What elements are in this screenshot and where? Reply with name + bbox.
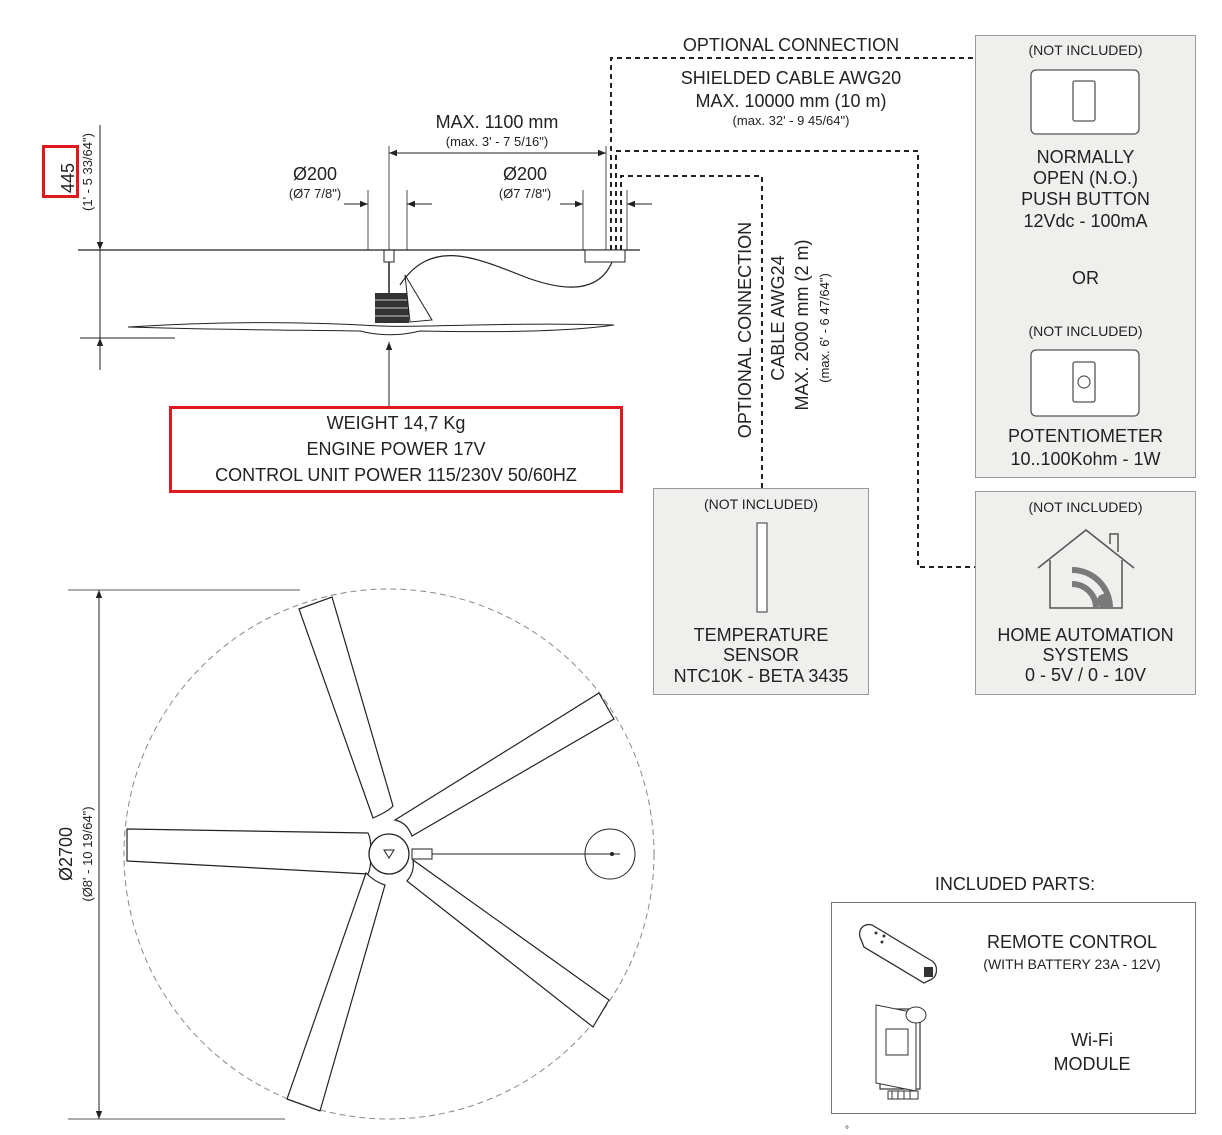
push-button-line1: NORMALLY: [1036, 147, 1135, 167]
home-automation-tag: (NOT INCLUDED): [1028, 499, 1143, 515]
max-span-value: MAX. 1100 mm: [436, 112, 559, 132]
potentiometer-label: POTENTIOMETER: [1007, 426, 1163, 446]
temperature-tag: (NOT INCLUDED): [703, 496, 819, 512]
home-automation-line2: SYSTEMS: [1042, 645, 1129, 665]
push-button-rating: 12Vdc - 100mA: [1023, 211, 1148, 231]
wifi-module-line2: MODULE: [1053, 1054, 1131, 1074]
potentiometer-icon: [1030, 349, 1140, 417]
svg-text:°: °: [845, 1125, 849, 1135]
temperature-line1: TEMPERATURE: [693, 625, 829, 645]
specs-weight: WEIGHT 14,7 Kg: [326, 413, 466, 433]
home-wifi-icon: [1037, 529, 1135, 609]
or-label: OR: [1072, 268, 1099, 288]
home-automation-panel: (NOT INCLUDED) HOME AUTOMATION SYSTEMS 0…: [975, 491, 1196, 695]
diam-left-imperial: (Ø7 7/8"): [289, 186, 341, 201]
included-parts-title: INCLUDED PARTS:: [934, 874, 1096, 894]
wifi-module-line1: Wi-Fi: [1071, 1030, 1113, 1050]
temperature-panel: (NOT INCLUDED) TEMPERATURE SENSOR NTC10K…: [653, 488, 869, 695]
optconn-vert-title: OPTIONAL CONNECTION: [735, 222, 755, 438]
optconn-vert-max: MAX. 2000 mm (2 m): [792, 239, 812, 410]
specs-block: WEIGHT 14,7 Kg ENGINE POWER 17V CONTROL …: [172, 410, 620, 488]
wifi-module-icon: [875, 1004, 927, 1100]
push-button-line3: PUSH BUTTON: [1021, 189, 1150, 209]
height-dim-value: 445: [58, 163, 78, 193]
optconn-top-cable: SHIELDED CABLE AWG20: [681, 68, 901, 88]
optconn-top-imperial: (max. 32' - 9 45/64"): [733, 113, 850, 128]
potentiometer-rating: 10..100Kohm - 1W: [1010, 449, 1161, 469]
remote-control-icon: [858, 923, 938, 984]
diam-right-value: Ø200: [503, 164, 547, 184]
optconn-top-title: OPTIONAL CONNECTION: [683, 35, 899, 55]
included-parts-box: REMOTE CONTROL (WITH BATTERY 23A - 12V) …: [831, 902, 1196, 1114]
temperature-line3: NTC10K - BETA 3435: [673, 666, 849, 686]
specs-engine: ENGINE POWER 17V: [306, 439, 486, 459]
optconn-top-max: MAX. 10000 mm (10 m): [695, 91, 886, 111]
height-highlight: [42, 145, 79, 198]
push-button-panel: (NOT INCLUDED) NORMALLY OPEN (N.O.) PUSH…: [975, 35, 1196, 478]
diameter-dim-imperial: (Ø8' - 10 19/64"): [80, 806, 95, 901]
push-button-icon: [1030, 69, 1140, 135]
max-span-imperial: (max. 3' - 7 5/16"): [446, 134, 548, 149]
temperature-line2: SENSOR: [722, 645, 800, 665]
optconn-vert-cable: CABLE AWG24: [768, 255, 788, 380]
specs-control: CONTROL UNIT POWER 115/230V 50/60HZ: [215, 465, 577, 485]
diameter-dim-value: Ø2700: [56, 827, 76, 881]
height-dim-imperial: (1' - 5 33/64"): [80, 133, 95, 211]
remote-control-line2: (WITH BATTERY 23A - 12V): [983, 956, 1161, 972]
push-button-tag: (NOT INCLUDED): [1028, 42, 1143, 58]
potentiometer-tag: (NOT INCLUDED): [1028, 323, 1143, 339]
fan-top-view: [68, 588, 655, 1120]
home-automation-line1: HOME AUTOMATION: [997, 625, 1174, 645]
diam-right-imperial: (Ø7 7/8"): [499, 186, 551, 201]
fan-side-view: [78, 125, 652, 408]
push-button-line2: OPEN (N.O.): [1032, 168, 1138, 188]
optconn-vert-imperial: (max. 6' - 6 47/64"): [817, 273, 832, 383]
remote-control-line1: REMOTE CONTROL: [986, 932, 1157, 952]
temperature-sensor-icon: [756, 522, 768, 613]
specs-highlight: [169, 406, 623, 493]
home-automation-line3: 0 - 5V / 0 - 10V: [1024, 665, 1147, 685]
connection-lines: [610, 57, 975, 568]
diam-left-value: Ø200: [293, 164, 337, 184]
